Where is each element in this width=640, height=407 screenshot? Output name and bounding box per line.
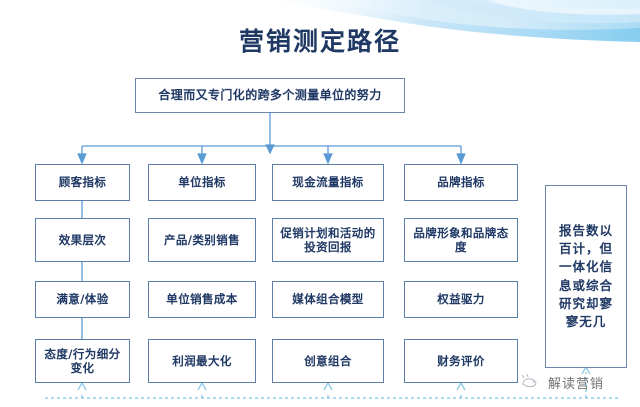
arrow-drop-c1	[77, 153, 87, 165]
node-equity-drivers[interactable]: 权益驱力	[404, 281, 518, 318]
node-customer-metrics[interactable]: 顾客指标	[35, 164, 130, 201]
node-promotion-roi[interactable]: 促销计划和活动的投资回报	[272, 218, 384, 262]
page-title: 营销测定路径	[238, 27, 401, 56]
node-unit-sales-cost[interactable]: 单位销售成本	[148, 281, 256, 318]
node-brand-metrics[interactable]: 品牌指标	[404, 164, 518, 201]
node-creative-mix[interactable]: 创意组合	[272, 339, 384, 383]
arrow-feedback-c1	[77, 381, 87, 391]
node-effect-hierarchy[interactable]: 效果层次	[35, 218, 130, 262]
arrow-feedback-c4	[456, 381, 466, 391]
node-top-objective[interactable]: 合理而又专门化的跨多个测量单位的努力	[135, 78, 405, 113]
arrow-drop-c4	[456, 153, 466, 165]
watermark-text: 解读营销	[548, 376, 605, 392]
node-cashflow-metrics[interactable]: 现金流量指标	[272, 164, 384, 201]
node-financial-evaluation[interactable]: 财务评价	[404, 339, 518, 383]
node-attitude-behavior-segmentation[interactable]: 态度/行为细分变化	[35, 339, 130, 383]
node-profit-maximization[interactable]: 利润最大化	[148, 339, 256, 383]
brand-mark-icon	[521, 373, 537, 388]
arrow-drop-c3	[323, 153, 333, 165]
arrow-drop-c2	[197, 153, 207, 165]
side-note-text: 报告数以百计，但一体化信息或综合研究却寥寥无几	[558, 223, 613, 329]
node-product-category-sales[interactable]: 产品/类别销售	[148, 218, 256, 262]
node-side-note[interactable]: 报告数以百计，但一体化信息或综合研究却寥寥无几	[545, 185, 627, 368]
node-media-mix-model[interactable]: 媒体组合模型	[272, 281, 384, 318]
arrow-feedback-c3	[323, 381, 333, 391]
node-satisfaction-experience[interactable]: 满意/体验	[35, 281, 130, 318]
watermark: 解读营销	[518, 368, 638, 396]
node-brand-image-attitude[interactable]: 品牌形象和品牌态度	[404, 218, 518, 262]
arrow-top-stem	[265, 144, 275, 155]
node-unit-metrics[interactable]: 单位指标	[148, 164, 256, 201]
arrow-feedback-c2	[197, 381, 207, 391]
